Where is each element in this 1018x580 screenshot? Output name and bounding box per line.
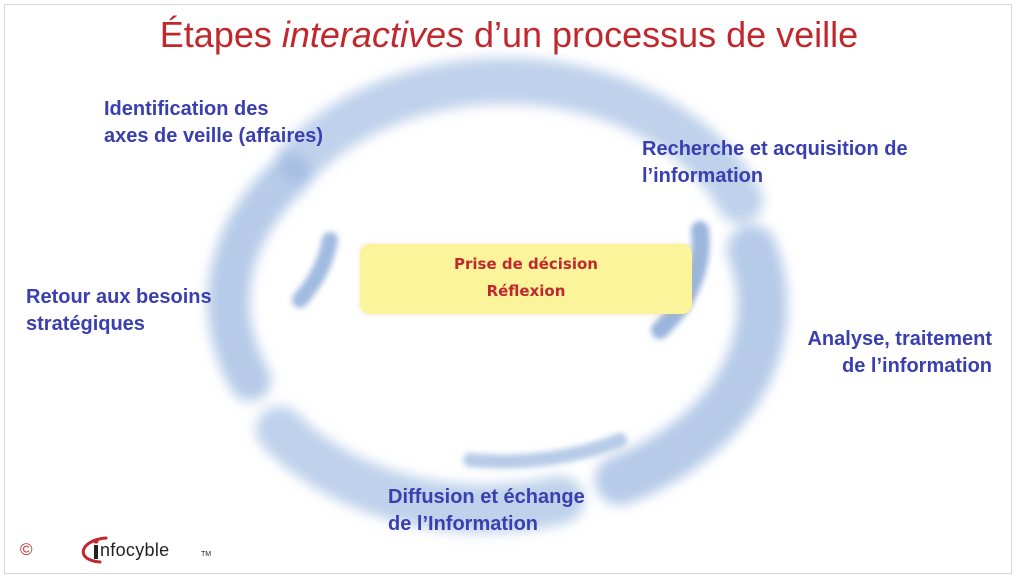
copyright-symbol: © <box>20 540 33 559</box>
swirl-arc-left <box>207 154 311 401</box>
title-end: d’un processus de veille <box>463 14 859 55</box>
step-recherche: Recherche et acquisition de l’informatio… <box>642 138 908 187</box>
trademark-mark: TM <box>201 551 212 558</box>
slide-title: Étapes interactives d’un processus de ve… <box>0 14 1018 56</box>
title-emphasis: interactives <box>281 14 464 55</box>
title-start: Étapes <box>159 14 282 55</box>
slide-frame <box>4 4 1012 574</box>
swirl-inner-left <box>292 232 338 308</box>
infocyble-logo-icon <box>81 536 108 564</box>
center-decision-box: Prise de décision Réflexion <box>360 244 692 314</box>
swirl-arc-bottom <box>256 406 584 533</box>
step-retour: Retour aux besoins stratégiques <box>26 286 212 335</box>
step-analyse: Analyse, traitement de l’information <box>807 328 992 377</box>
logo-swoosh <box>81 536 108 564</box>
swirl-arc-right <box>595 225 788 505</box>
center-line-reflexion: Réflexion <box>486 282 566 300</box>
logo-i-dot <box>93 538 99 544</box>
logo-i-stem <box>94 545 98 559</box>
center-line-decision: Prise de décision <box>454 255 598 273</box>
brand-name: nfocyble <box>100 540 170 560</box>
step-identification: Identification des axes de veille (affai… <box>104 98 324 147</box>
step-diffusion: Diffusion et échange de l’Information <box>388 486 585 535</box>
swirl-inner-bottom <box>463 433 627 469</box>
swirl-inner-right <box>651 221 710 339</box>
swirl-arc-top <box>277 57 763 223</box>
